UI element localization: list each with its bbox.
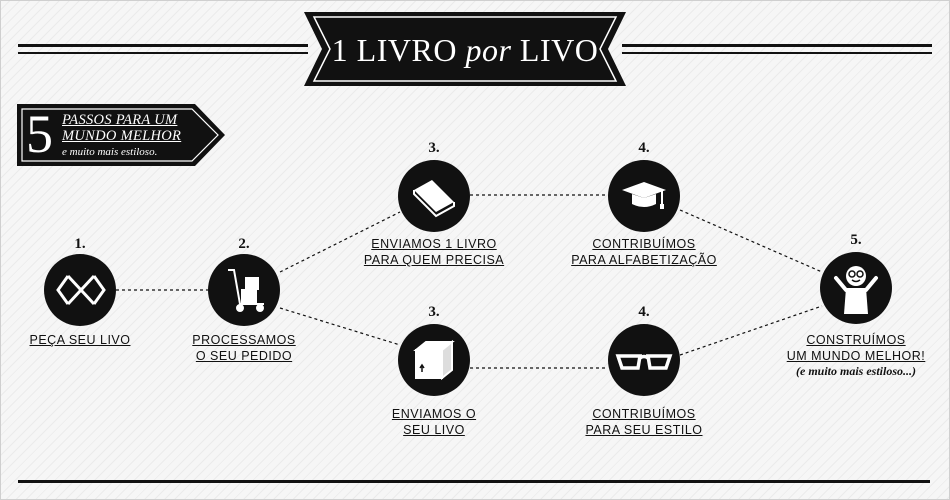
glasses-icon (615, 354, 673, 370)
steps-badge (17, 104, 229, 166)
connector-4a-5 (679, 209, 823, 273)
step-1-circle[interactable] (44, 254, 116, 326)
happy-person-icon (834, 266, 878, 314)
graduation-cap-icon (622, 182, 666, 209)
footer-rule (18, 480, 930, 483)
badge-line-3: e muito mais estiloso. (62, 146, 158, 158)
header-rule-left-bottom (18, 52, 308, 54)
step-2-number: 2. (238, 236, 250, 252)
step-5-label[interactable]: CONSTRUÍMOS UM MUNDO MELHOR! (786, 333, 926, 363)
step-3a-label[interactable]: ENVIAMOS 1 LIVRO PARA QUEM PRECISA (363, 237, 505, 267)
step-5-note: (e muito mais estiloso...) (796, 364, 916, 378)
step-3b-circle[interactable] (398, 324, 470, 396)
step-3a-circle[interactable] (398, 160, 470, 232)
page-title: 1 LIVRO por LIVO (331, 32, 599, 68)
step-2-circle[interactable] (208, 254, 280, 326)
badge-number: 5 (26, 104, 53, 164)
step-4a-label[interactable]: CONTRIBUÍMOS PARA ALFABETIZAÇÃO (571, 237, 717, 267)
step-1-number: 1. (74, 236, 86, 252)
connector-2-3b (279, 307, 401, 346)
header-rule-right-top (622, 44, 932, 47)
title-banner: 1 LIVRO por LIVO (304, 12, 626, 86)
step-4b-circle[interactable] (608, 324, 680, 396)
connector-2-3a (279, 211, 401, 273)
step-3b-label[interactable]: ENVIAMOS O SEU LIVO (391, 407, 477, 437)
step-3b-number: 3. (428, 304, 440, 320)
step-4b-label[interactable]: CONTRIBUÍMOS PARA SEU ESTILO (585, 407, 703, 437)
badge-line-1: PASSOS PARA UM (62, 112, 178, 128)
title-banner-shape (304, 12, 626, 86)
step-4b-number: 4. (638, 304, 650, 320)
step-5-circle[interactable] (820, 252, 892, 324)
hand-truck-icon (228, 269, 264, 312)
book-icon (413, 180, 455, 218)
step-5-number: 5. (850, 232, 862, 248)
x-logo-icon (56, 274, 106, 306)
step-4a-number: 4. (638, 140, 650, 156)
badge-line-2: MUNDO MELHOR (62, 128, 182, 144)
box-icon (413, 339, 455, 381)
step-3a-number: 3. (428, 140, 440, 156)
badge-shape (17, 104, 225, 166)
connector-4b-5 (679, 305, 823, 356)
header-rule-right-bottom (622, 52, 932, 54)
header-rule-left-top (18, 44, 308, 47)
step-4a-circle[interactable] (608, 160, 680, 232)
step-2-label[interactable]: PROCESSAMOS O SEU PEDIDO (192, 333, 296, 363)
step-1-label[interactable]: PEÇA SEU LIVO (29, 333, 131, 347)
